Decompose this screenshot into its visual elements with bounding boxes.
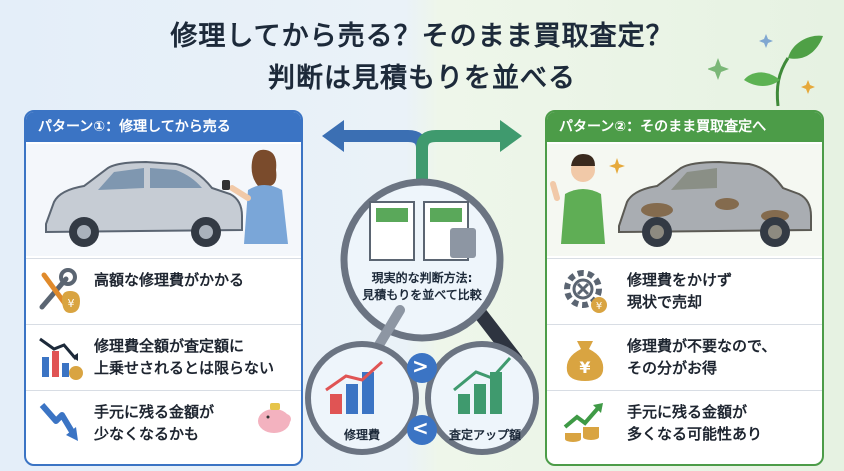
sprout-icon (708, 34, 823, 107)
pattern-2-point-1: ¥ 修理費をかけず 現状で売却 (547, 258, 822, 323)
title-line-1: 修理してから売る？そのまま買取査定？ (170, 21, 674, 52)
panel-pattern-2-header: パターン②：そのまま買取査定へ (547, 112, 822, 142)
appraisal-increase-label: 査定アップ額 (448, 428, 521, 442)
pattern-2-point-2-line-2: その分がお得 (627, 359, 718, 377)
svg-text:¥: ¥ (596, 301, 602, 312)
greater-than-symbol: > (412, 354, 429, 378)
growth-coins-icon (563, 403, 603, 442)
wrench-yen-icon: ¥ (39, 268, 80, 313)
pattern-1-point-2-line-2: 上乗せされるとは限らない (94, 359, 275, 377)
pattern-1-point-3: 手元に残る金額が 少なくなるかも (26, 390, 301, 455)
pattern-2-point-2: ¥ 修理費が不要なので、 その分がお得 (547, 324, 822, 389)
pattern-2-point-3: 手元に残る金額が 多くなる可能性あり (547, 390, 822, 455)
svg-text:¥: ¥ (68, 297, 75, 310)
comparison-area: 現実的な判断方法: 見積もりを並べて比較 > < 修理費 査定アップ額 (300, 110, 544, 471)
pattern-1-point-1-line-1: 高額な修理費がかかる (94, 271, 245, 289)
magnifier-illustration (305, 178, 539, 455)
split-arrows (322, 120, 522, 182)
title-line-2: 判断は見積もりを並べる (268, 63, 576, 94)
yen-moneybag-icon: ¥ (566, 341, 604, 381)
panel-pattern-2: パターン②：そのまま買取査定へ ¥ 修理費 (545, 110, 824, 466)
less-than-symbol: < (412, 416, 429, 440)
pattern-2-point-2-line-1: 修理費が不要なので、 (627, 337, 777, 355)
pattern-2-point-1-line-2: 現状で売却 (627, 293, 703, 311)
down-arrow-icon (39, 403, 78, 441)
magnifier-text-line-2: 見積もりを並べて比較 (362, 288, 482, 302)
svg-text:¥: ¥ (579, 358, 590, 377)
pattern-1-point-1: ¥ 高額な修理費がかかる (26, 258, 301, 323)
dirty-car-and-man-illustration (547, 144, 822, 256)
bar-chart-down-icon (39, 337, 83, 380)
pattern-1-point-2-line-1: 修理費全額が査定額に (94, 337, 245, 355)
pattern-2-point-3-line-2: 多くなる可能性あり (627, 425, 763, 443)
piggy-bank-icon (258, 403, 291, 433)
gear-no-cost-icon: ¥ (564, 270, 607, 313)
panel-pattern-1: パターン①：修理してから売る ¥ 高額な修理費がかかる (24, 110, 303, 466)
pattern-2-point-1-line-1: 修理費をかけず (627, 271, 733, 289)
pattern-1-point-2: 修理費全額が査定額に 上乗せされるとは限らない (26, 324, 301, 389)
silver-car-and-woman-illustration (26, 144, 301, 256)
repair-cost-label: 修理費 (343, 428, 380, 442)
pattern-2-point-3-line-1: 手元に残る金額が (627, 403, 748, 421)
pattern-1-point-3-line-2: 少なくなるかも (94, 425, 200, 443)
panel-pattern-1-header: パターン①：修理してから売る (26, 112, 301, 142)
magnifier-text: 現実的な判断方法: 見積もりを並べて比較 (352, 270, 492, 304)
magnifier-text-line-1: 現実的な判断方法: (371, 271, 473, 285)
pattern-1-point-3-line-1: 手元に残る金額が (94, 403, 215, 421)
